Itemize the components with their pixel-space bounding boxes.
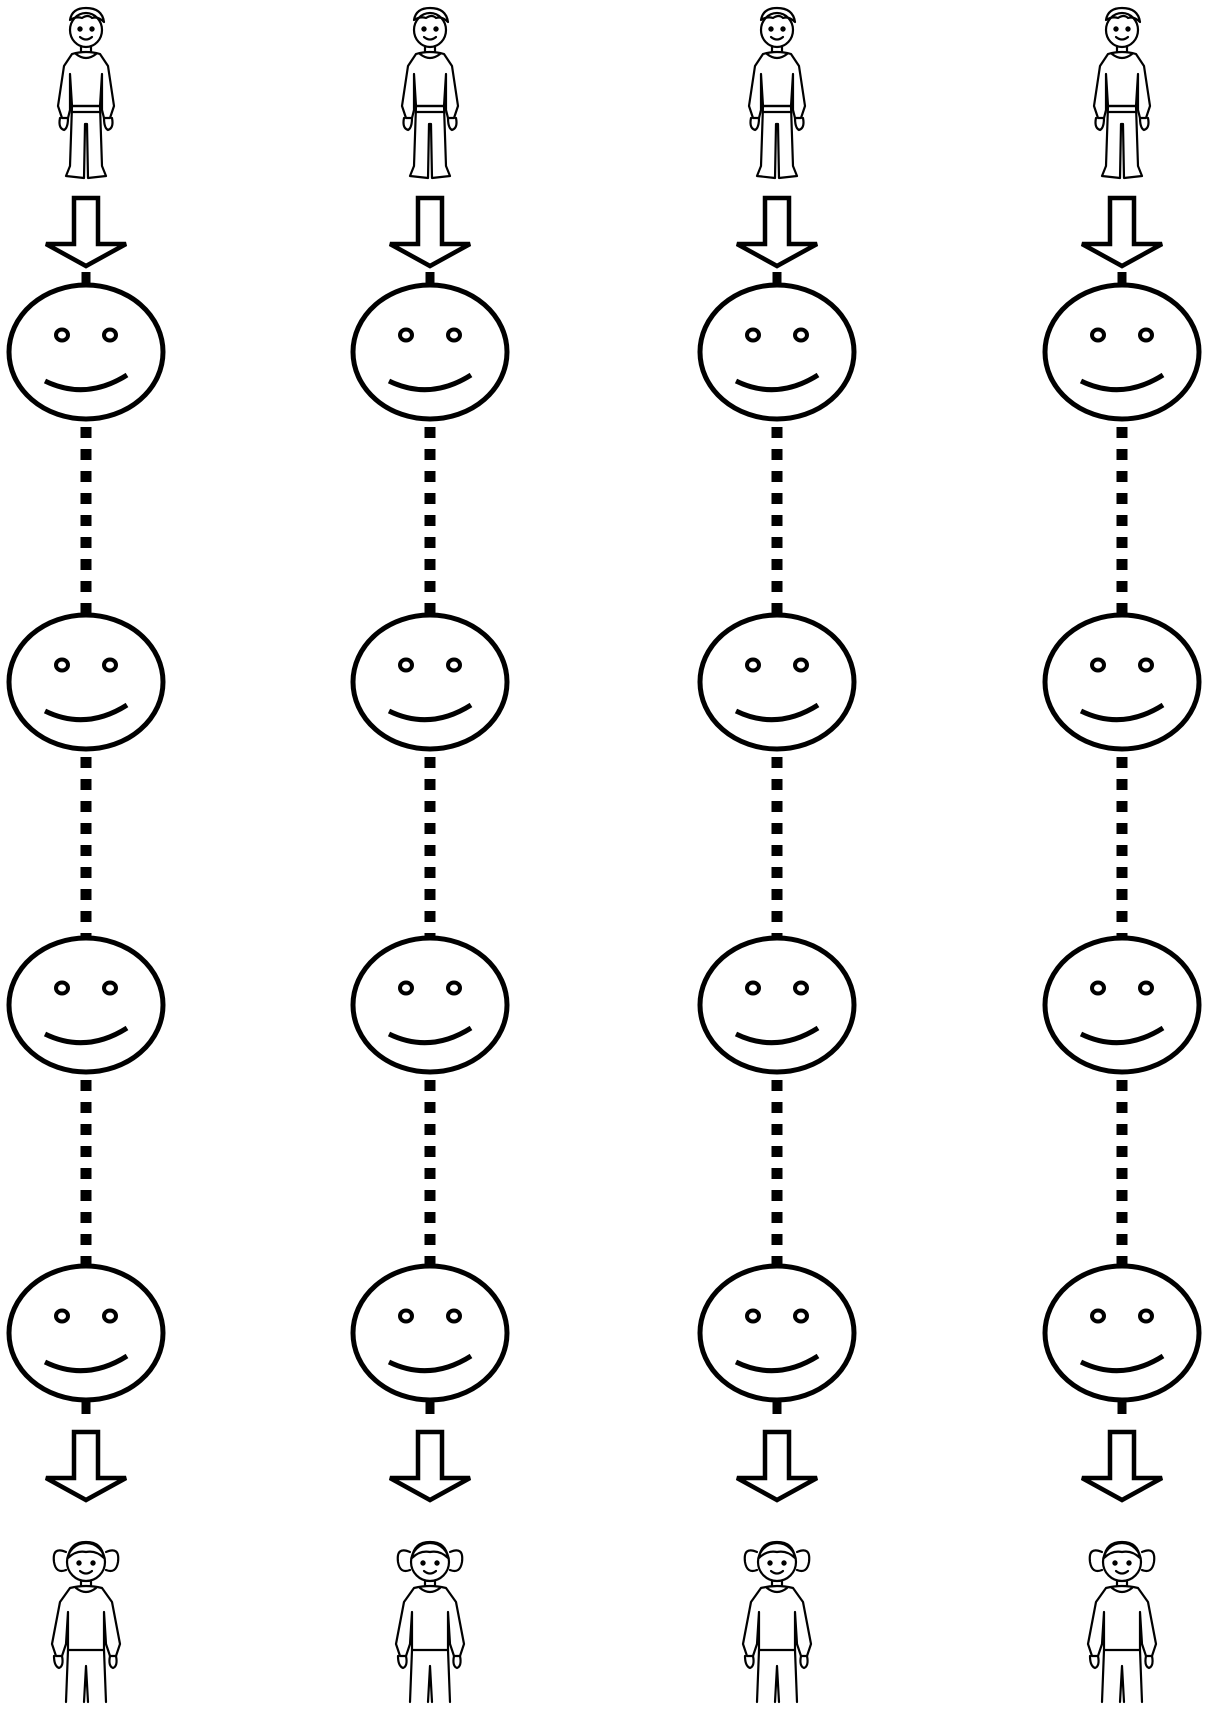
chain-column (350, 6, 510, 1704)
smiley-face-icon (6, 935, 166, 1075)
smiley-face-icon (697, 612, 857, 752)
girl-icon (50, 1540, 122, 1704)
chain-column (6, 6, 166, 1704)
down-arrow-icon (1080, 1429, 1164, 1503)
chain-column (697, 6, 857, 1704)
girl-icon (1086, 1540, 1158, 1704)
down-arrow-icon (735, 1429, 819, 1503)
smiley-face-icon (350, 935, 510, 1075)
smiley-face-icon (6, 612, 166, 752)
smiley-face-icon (697, 1263, 857, 1403)
smiley-face-icon (350, 612, 510, 752)
boy-icon (400, 6, 460, 180)
smiley-face-icon (350, 282, 510, 422)
smiley-face-icon (350, 1263, 510, 1403)
girl-icon (741, 1540, 813, 1704)
smiley-face-icon (1042, 1263, 1202, 1403)
smiley-face-icon (1042, 282, 1202, 422)
chain-column (1042, 6, 1202, 1704)
smiley-face-icon (697, 935, 857, 1075)
down-arrow-icon (1080, 195, 1164, 269)
down-arrow-icon (44, 1429, 128, 1503)
boy-icon (56, 6, 116, 180)
smiley-face-icon (1042, 935, 1202, 1075)
down-arrow-icon (388, 195, 472, 269)
smiley-face-icon (697, 282, 857, 422)
boy-icon (1092, 6, 1152, 180)
down-arrow-icon (44, 195, 128, 269)
down-arrow-icon (388, 1429, 472, 1503)
down-arrow-icon (735, 195, 819, 269)
smiley-face-icon (6, 282, 166, 422)
girl-icon (394, 1540, 466, 1704)
boy-icon (747, 6, 807, 180)
smiley-face-icon (6, 1263, 166, 1403)
smiley-face-icon (1042, 612, 1202, 752)
